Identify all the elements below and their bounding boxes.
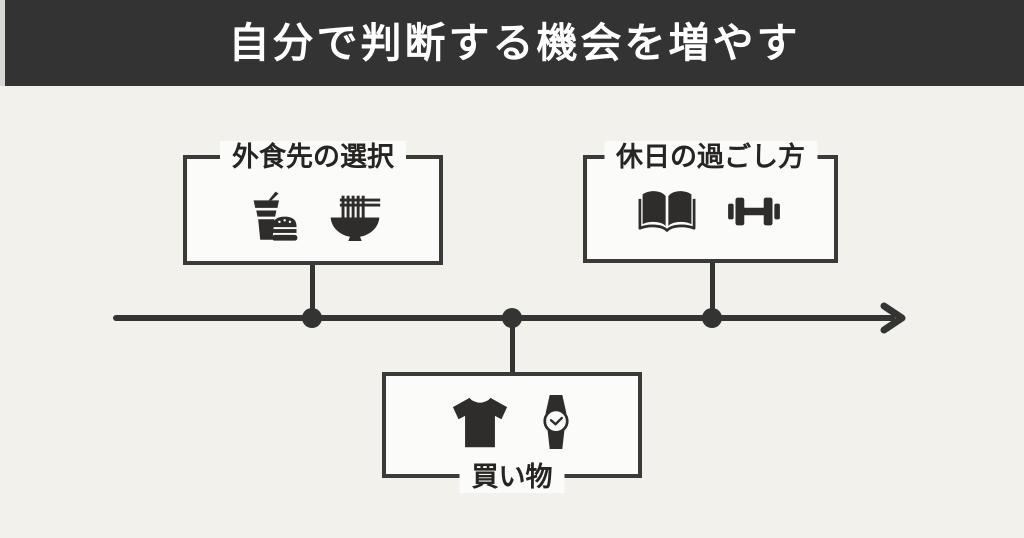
connector-line (710, 261, 715, 319)
ramen-icon (328, 194, 382, 241)
page-title: 自分で判断する機会を増やす (228, 19, 801, 66)
card-holiday: 休日の過ごし方 (583, 141, 838, 263)
card-label: 休日の過ごし方 (604, 141, 817, 173)
tshirt-icon (450, 394, 510, 450)
icon-row (587, 188, 834, 235)
icon-row (386, 391, 638, 453)
connector-line (310, 263, 315, 319)
card-label: 買い物 (459, 461, 565, 493)
dumbbell-icon (724, 193, 784, 230)
book-icon (638, 188, 696, 235)
connector-line (510, 318, 515, 375)
card-label: 外食先の選択 (220, 141, 406, 173)
icon-row (187, 188, 439, 246)
slide-edge-strip (0, 0, 5, 86)
title-bar: 自分で判断する機会を増やす (5, 0, 1024, 86)
arrow-right-icon (876, 298, 916, 338)
card-dining: 外食先の選択 (183, 141, 443, 265)
fastfood-icon (244, 188, 300, 246)
card-shopping: 買い物 (382, 372, 642, 493)
watch-icon (538, 391, 574, 453)
